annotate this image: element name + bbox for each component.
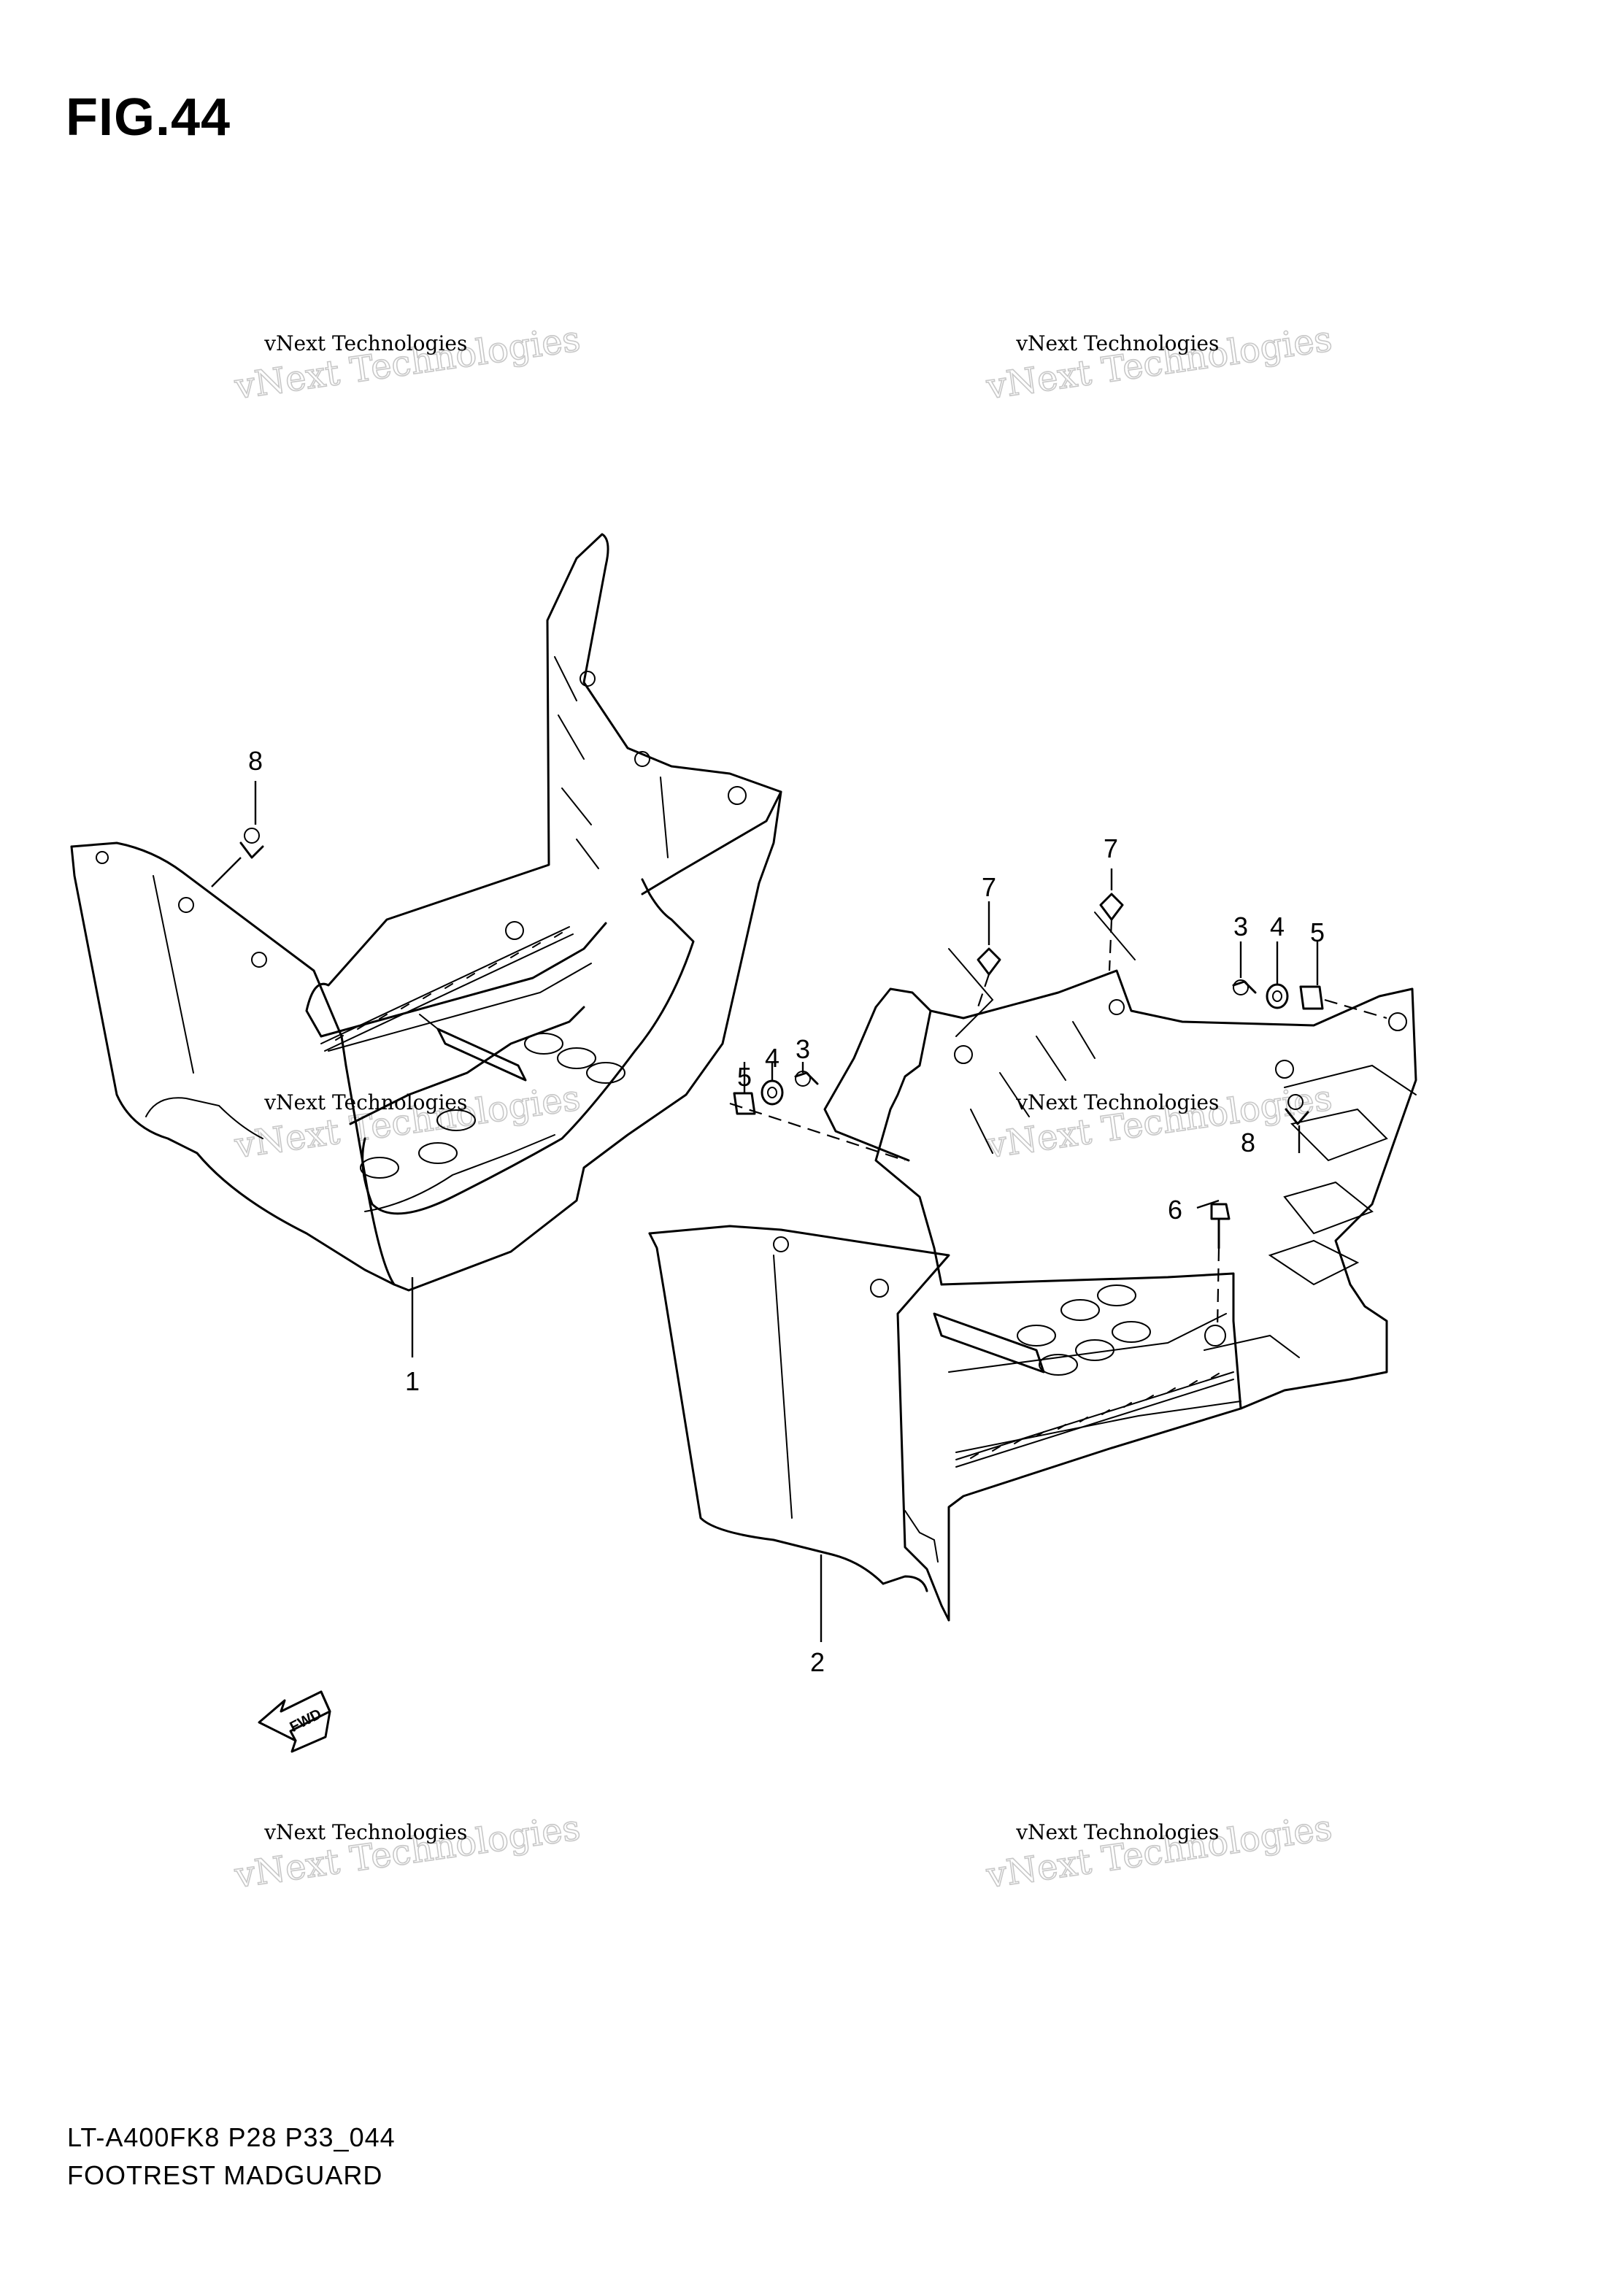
callout-4-right: 4: [1270, 912, 1285, 941]
callout-8-left: 8: [248, 746, 263, 776]
part-2-right-footrest: [648, 868, 1417, 1642]
bolt-7-right: [1099, 893, 1124, 921]
callout-6: 6: [1168, 1195, 1182, 1225]
fwd-arrow-icon: FWD: [258, 1690, 331, 1753]
callout-3-left: 3: [796, 1034, 810, 1064]
callout-5-right: 5: [1310, 917, 1325, 947]
bolt-8-left: [239, 828, 264, 859]
watermark-bottom-left: vNext Technologies vNext Technologies: [231, 1807, 584, 1898]
watermark-mid-left: vNext Technologies vNext Technologies: [231, 1077, 584, 1168]
watermark-text: vNext Technologies: [263, 331, 467, 355]
diagram-code: LT-A400FK8 P28 P33_044: [67, 2122, 396, 2152]
callout-5-left: 5: [737, 1062, 752, 1092]
washer-4-right: [1266, 983, 1289, 1009]
washer-4-left: [761, 1079, 784, 1106]
watermark-mid-right: vNext Technologies vNext Technologies: [983, 1077, 1336, 1168]
watermark-text: vNext Technologies: [1015, 1090, 1219, 1114]
screw-3-left: [794, 1071, 819, 1087]
watermark-text: vNext Technologies: [263, 1090, 467, 1114]
callout-2: 2: [810, 1647, 825, 1677]
watermark-top-left: vNext Technologies vNext Technologies: [231, 318, 584, 409]
callout-1: 1: [405, 1366, 420, 1396]
callout-8-right: 8: [1241, 1128, 1255, 1157]
watermark-text: vNext Technologies: [1015, 331, 1219, 355]
callout-3-right: 3: [1233, 912, 1248, 941]
diagram-caption: FOOTREST MADGUARD: [67, 2160, 383, 2190]
bushing-5-right: [1299, 985, 1324, 1010]
callout-7-left: 7: [982, 872, 996, 902]
figure-title: FIG.44: [66, 88, 231, 147]
watermark-bottom-right: vNext Technologies vNext Technologies: [983, 1807, 1336, 1898]
watermark-text: vNext Technologies: [263, 1820, 467, 1844]
part-1-step-hatching: [335, 932, 563, 1041]
part-1-left-footrest: [70, 533, 782, 1357]
watermark-top-right: vNext Technologies vNext Technologies: [983, 318, 1336, 409]
part-2-step-hatching: [970, 1373, 1220, 1459]
callout-4-left: 4: [765, 1043, 779, 1073]
callout-7-right: 7: [1104, 833, 1118, 863]
bolt-7-left: [977, 947, 1001, 976]
screw-3-right: [1232, 979, 1257, 995]
bolt-8-right: [1285, 1094, 1309, 1125]
bolt-6: [1210, 1203, 1231, 1249]
bushing-5-left: [733, 1092, 756, 1115]
watermark-text: vNext Technologies: [1015, 1820, 1219, 1844]
